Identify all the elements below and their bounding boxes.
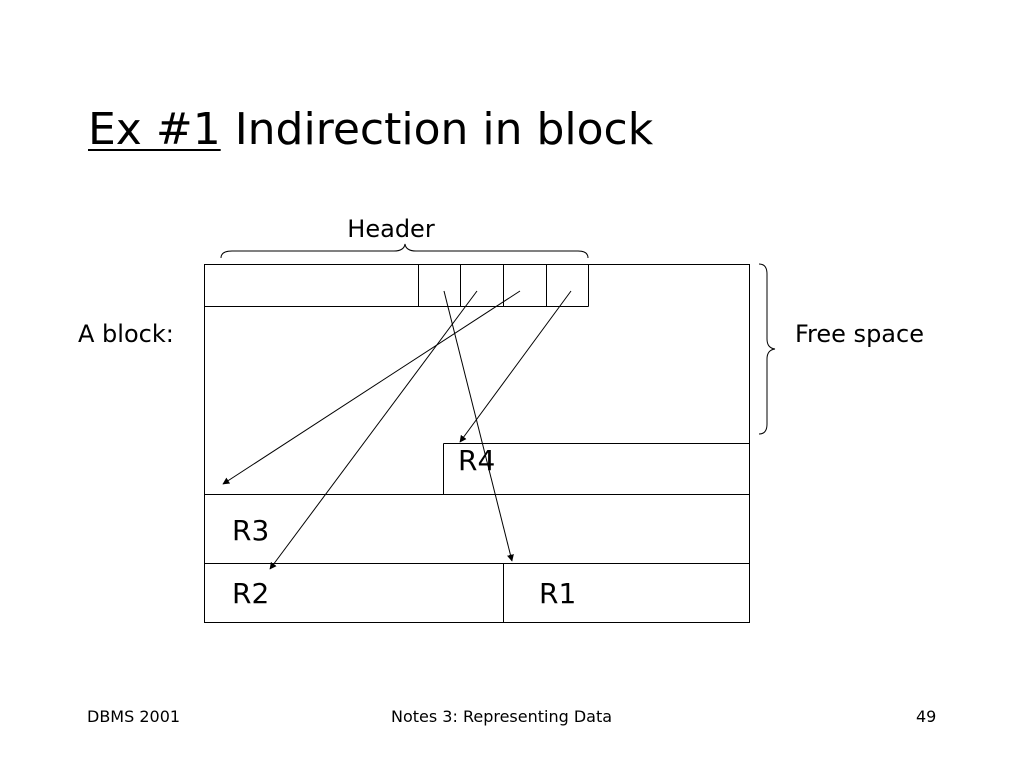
- header-label: Header: [347, 215, 435, 243]
- record-r2-label: R2: [232, 577, 269, 610]
- record-r1-label: R1: [539, 577, 576, 610]
- block-label: A block:: [78, 320, 174, 348]
- footer-course: DBMS 2001: [87, 707, 181, 726]
- record-r3-label: R3: [232, 514, 269, 547]
- title-text: Indirection in block: [234, 104, 654, 155]
- footer-page-number: 49: [916, 707, 937, 726]
- record-r4-label: R4: [458, 444, 495, 477]
- pointer-arrow-r3: [222, 290, 521, 485]
- free-space-brace: [758, 263, 776, 435]
- pointer-arrow-r2: [269, 290, 478, 570]
- pointer-arrow-r4: [459, 290, 572, 443]
- free-space-label: Free space: [795, 320, 924, 348]
- title-example-number: Ex #1: [88, 104, 221, 155]
- header-brace: [220, 243, 589, 259]
- slide-title: Ex #1 Indirection in block: [88, 104, 653, 157]
- pointer-arrow-r1: [443, 290, 514, 562]
- footer-notes-title: Notes 3: Representing Data: [391, 707, 613, 726]
